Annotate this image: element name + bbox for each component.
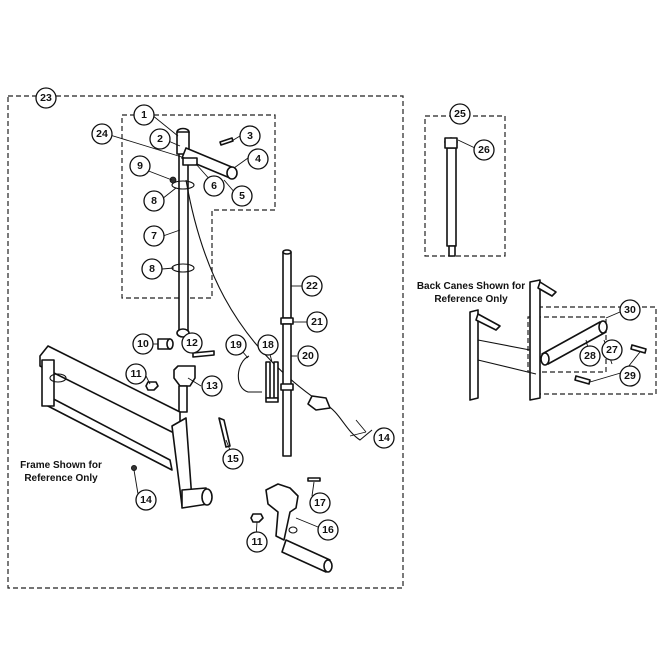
callout-8-upper: 8 [143,190,165,212]
svg-text:24: 24 [96,128,108,140]
svg-text:25: 25 [454,108,466,120]
cane-tube-assembly [169,127,238,338]
svg-text:8: 8 [151,195,157,207]
callout-17: 17 [309,492,331,514]
callout-8-lower: 8 [141,258,163,280]
callout-3: 3 [239,125,261,147]
callout-15: 15 [222,448,244,470]
callout-16: 16 [317,519,339,541]
callout-12: 12 [181,332,203,354]
back-canes-caption-line-2: Reference Only [434,294,508,305]
u-bracket-18 [265,361,279,403]
frame-caption-line-1: Frame Shown for [20,460,102,471]
bolt-15 [218,417,231,448]
callout-2: 2 [149,128,171,150]
back-canes-reference [469,279,557,401]
nut-11-upper [145,381,159,391]
callout-1: 1 [133,104,155,126]
callout-18: 18 [257,334,279,356]
reference-frame [39,345,213,509]
bolt-29-b [630,344,647,354]
screw-3 [219,137,234,146]
svg-text:11: 11 [130,368,141,380]
callout-5: 5 [231,185,253,207]
svg-text:21: 21 [311,316,323,328]
svg-text:29: 29 [624,370,636,382]
bolt-17 [307,477,321,482]
svg-text:5: 5 [239,190,245,202]
svg-text:14: 14 [140,494,152,506]
svg-text:8: 8 [149,263,155,275]
svg-text:15: 15 [227,453,239,465]
bolt-12 [192,350,215,358]
group-1-box [121,114,276,299]
bushing-10 [157,338,174,350]
clamp-bracket-13 [173,365,196,413]
release-cable [185,179,321,403]
svg-text:7: 7 [151,230,157,242]
callout-24: 24 [91,123,113,145]
callout-14-left: 14 [135,489,157,511]
callout-11-lower: 11 [246,531,268,553]
callout-13: 13 [201,375,223,397]
support-rod-20-22 [280,249,294,457]
svg-text:20: 20 [302,350,314,362]
callout-25: 25 [449,103,471,125]
frame-caption-line-2: Reference Only [24,473,98,484]
callout-21: 21 [306,311,328,333]
svg-text:2: 2 [157,133,163,145]
callout-14-right: 14 [373,427,395,449]
svg-text:13: 13 [206,380,218,392]
svg-text:12: 12 [186,337,198,349]
callout-4: 4 [247,148,269,170]
group-25-box [424,115,506,257]
svg-text:1: 1 [141,109,147,121]
callout-19: 19 [225,334,247,356]
bracket-16 [265,483,333,573]
callout-23: 23 [35,87,57,109]
callout-9: 9 [129,155,151,177]
callout-7: 7 [143,225,165,247]
cable-connector [307,395,331,411]
callout-11-upper: 11 [125,363,147,385]
svg-text:16: 16 [322,524,334,536]
callout-10: 10 [132,333,154,355]
svg-text:6: 6 [211,180,217,192]
svg-text:4: 4 [255,153,261,165]
svg-text:27: 27 [606,344,618,356]
tube-assembly-25 [444,137,458,257]
callout-20: 20 [297,345,319,367]
callout-28: 28 [579,345,601,367]
callout-26: 26 [473,139,495,161]
callout-22: 22 [301,275,323,297]
svg-text:3: 3 [247,130,253,142]
callout-30: 30 [619,299,641,321]
svg-text:23: 23 [40,92,52,104]
group-23-box [7,95,404,589]
callout-27: 27 [601,339,623,361]
svg-text:18: 18 [262,339,274,351]
svg-text:26: 26 [478,144,490,156]
bolt-29-a [574,375,591,385]
svg-text:11: 11 [251,536,262,548]
svg-text:30: 30 [624,304,636,316]
svg-text:9: 9 [137,160,143,172]
nut-11-lower [250,513,264,523]
svg-text:14: 14 [378,432,390,444]
svg-text:19: 19 [230,339,242,351]
back-canes-caption-line-1: Back Canes Shown for [417,281,525,292]
callout-6: 6 [203,175,225,197]
spring-clip-19 [237,355,262,393]
svg-text:28: 28 [584,350,596,362]
svg-text:10: 10 [137,338,149,350]
cross-tube-28 [540,320,608,366]
release-cable-lower [324,403,373,441]
svg-text:17: 17 [314,497,326,509]
callout-29: 29 [619,365,641,387]
group-30-box [537,306,657,395]
svg-text:22: 22 [306,280,318,292]
